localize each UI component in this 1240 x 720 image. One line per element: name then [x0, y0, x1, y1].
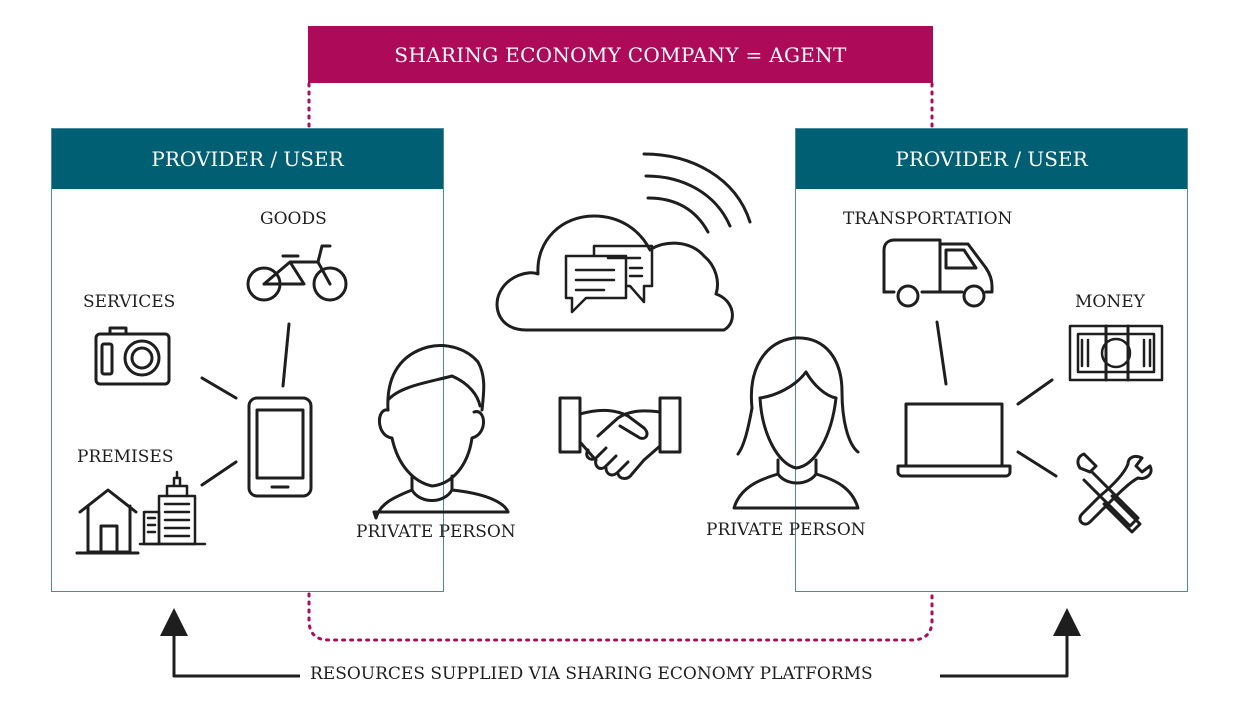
right-private-person-label: PRIVATE PERSON: [706, 520, 866, 540]
connector-goods-phone: [281, 322, 291, 388]
left-arrow-head: [160, 608, 188, 636]
connector-money-laptop: [1016, 378, 1054, 406]
money-label: MONEY: [1075, 292, 1145, 312]
right-supply-arrow: [940, 628, 1069, 678]
chat-bubbles-icon: [564, 244, 654, 314]
smartphone-icon: [247, 396, 313, 498]
connector-premises-phone: [200, 460, 238, 487]
transportation-label: TRANSPORTATION: [843, 209, 1013, 229]
premises-label: PREMISES: [77, 447, 174, 467]
resources-supplied-label: RESOURCES SUPPLIED VIA SHARING ECONOMY P…: [302, 664, 881, 684]
agent-banner: SHARING ECONOMY COMPANY = AGENT: [308, 26, 933, 83]
male-person-icon: [372, 344, 510, 520]
left-private-person-label: PRIVATE PERSON: [356, 522, 516, 542]
camera-icon: [94, 326, 171, 386]
services-label: SERVICES: [83, 292, 176, 312]
female-person-icon: [732, 336, 860, 510]
right-arrow-head: [1053, 608, 1081, 636]
cloud-icon: [495, 214, 734, 332]
handshake-icon: [558, 396, 682, 480]
right-provider-panel: PROVIDER / USER: [795, 128, 1188, 592]
house-icon: [75, 488, 140, 555]
money-icon: [1068, 324, 1164, 382]
wifi-signal-icon: [642, 152, 752, 234]
laptop-icon: [896, 402, 1012, 478]
agent-dotted-connector: [307, 82, 934, 642]
bicycle-icon: [246, 244, 348, 302]
right-panel-title: PROVIDER / USER: [895, 147, 1088, 171]
left-panel-title: PROVIDER / USER: [151, 147, 344, 171]
goods-label: GOODS: [260, 209, 327, 229]
right-panel-header: PROVIDER / USER: [796, 129, 1187, 189]
connector-services-phone: [200, 376, 238, 400]
tools-icon: [1076, 452, 1153, 534]
building-icon: [138, 470, 207, 546]
agent-label: SHARING ECONOMY COMPANY = AGENT: [394, 42, 847, 67]
left-supply-arrow: [172, 628, 300, 678]
connector-tools-laptop: [1016, 450, 1058, 478]
delivery-van-icon: [882, 238, 994, 308]
left-panel-header: PROVIDER / USER: [52, 129, 443, 189]
connector-transport-laptop: [935, 320, 948, 386]
